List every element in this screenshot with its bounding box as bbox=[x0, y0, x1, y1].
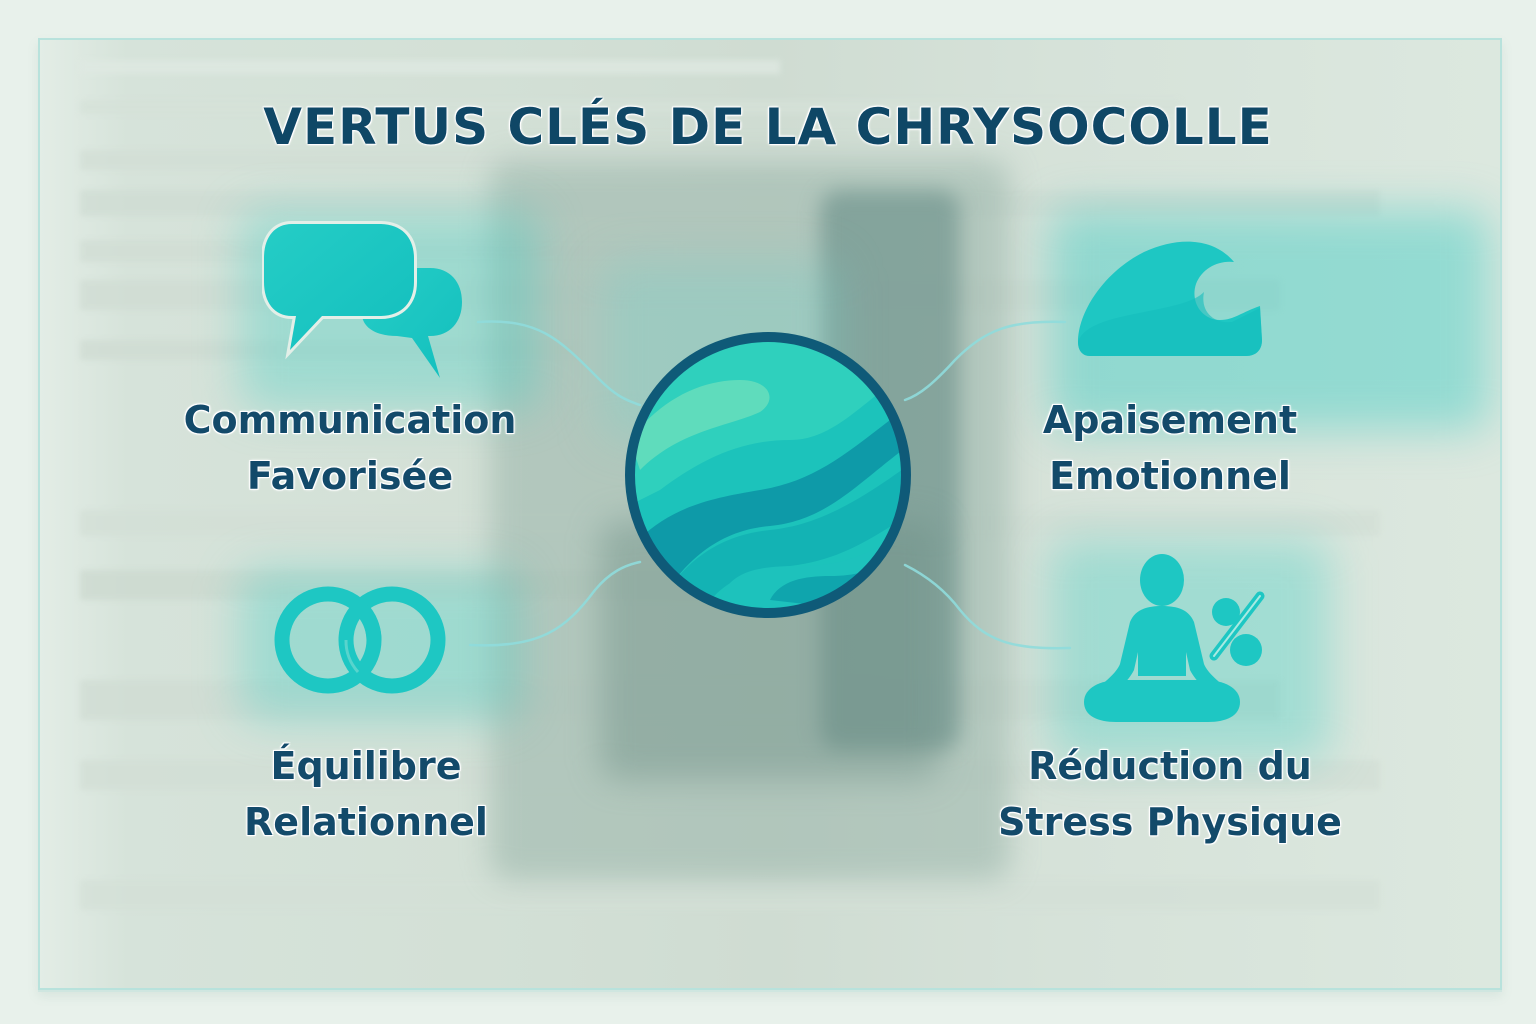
background-streak bbox=[80, 100, 1180, 114]
connector-communication bbox=[476, 320, 642, 407]
page-title: VERTUS CLÉS DE LA CHRYSOCOLLE bbox=[263, 98, 1273, 156]
interlocked-rings-icon bbox=[270, 580, 450, 700]
virtue-label-equilibre: Équilibre Relationnel bbox=[166, 738, 566, 850]
background-streak bbox=[80, 60, 780, 74]
virtue-label-communication: Communication Favorisée bbox=[150, 392, 550, 504]
virtue-label-line: Favorisée bbox=[246, 454, 454, 498]
virtue-label-apaisement: Apaisement Emotionnel bbox=[970, 392, 1370, 504]
connector-apaisement bbox=[903, 320, 1067, 402]
background-streak bbox=[80, 760, 1380, 790]
meditation-icon bbox=[1080, 552, 1270, 732]
virtue-label-line: Stress Physique bbox=[998, 800, 1342, 844]
connector-stress bbox=[903, 563, 1072, 650]
background-streak bbox=[80, 190, 1380, 216]
background-streak bbox=[80, 150, 980, 170]
virtue-label-line: Équilibre bbox=[270, 744, 462, 788]
background-streak bbox=[80, 880, 1380, 910]
speech-bubbles-icon bbox=[262, 218, 472, 383]
virtue-label-line: Communication bbox=[183, 398, 517, 442]
chrysocolla-sphere bbox=[620, 330, 916, 620]
virtue-label-stress: Réduction du Stress Physique bbox=[970, 738, 1370, 850]
virtue-label-line: Emotionnel bbox=[1049, 454, 1291, 498]
background-streak bbox=[80, 570, 780, 600]
virtue-label-line: Relationnel bbox=[244, 800, 488, 844]
virtue-label-line: Réduction du bbox=[1028, 744, 1312, 788]
virtue-label-line: Apaisement bbox=[1042, 398, 1298, 442]
background-streak bbox=[80, 340, 580, 360]
wave-icon bbox=[1074, 232, 1269, 362]
connector-equilibre bbox=[468, 560, 642, 647]
background-streak bbox=[80, 680, 1280, 720]
